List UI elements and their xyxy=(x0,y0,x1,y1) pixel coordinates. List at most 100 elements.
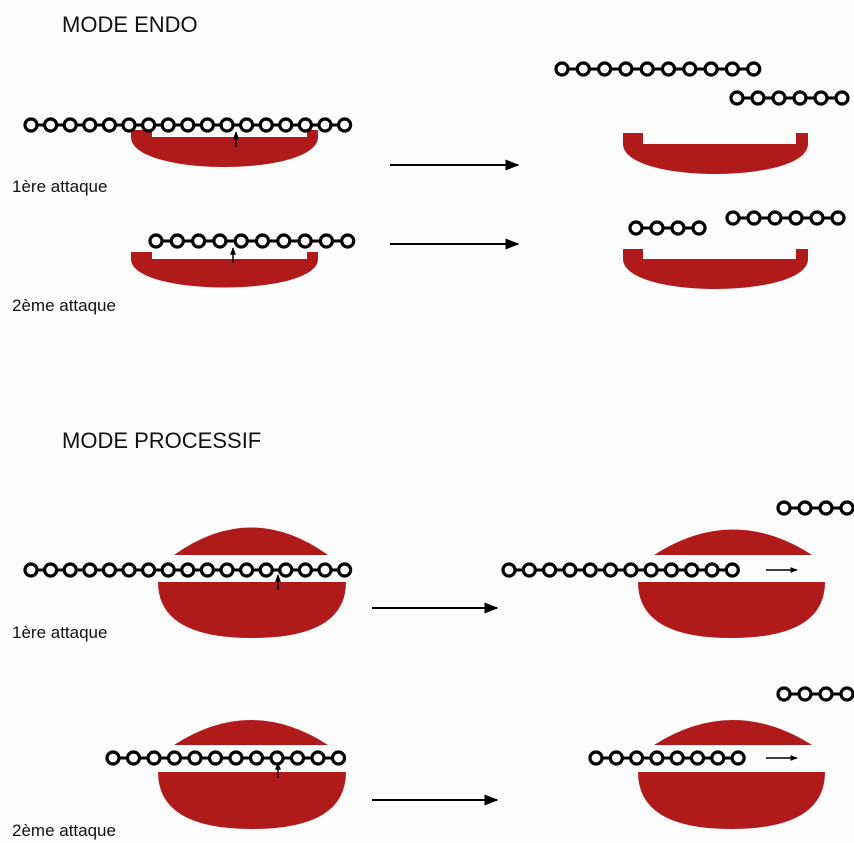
sugar-unit xyxy=(239,117,255,133)
sugar-unit xyxy=(254,233,271,249)
endo-attack-2-label: 2ème attaque xyxy=(12,296,116,315)
sugar-unit xyxy=(146,750,162,766)
sugar-unit xyxy=(501,562,517,578)
mode-endo-title: MODE ENDO xyxy=(62,12,198,37)
sugar-unit xyxy=(628,220,644,236)
sugar-unit xyxy=(160,562,176,578)
sugar-unit xyxy=(792,90,808,106)
sugar-unit xyxy=(180,562,196,578)
sugar-unit xyxy=(82,562,98,578)
endo-attack-1-product-strand-b xyxy=(729,90,850,106)
sugar-unit xyxy=(258,117,274,133)
sugar-unit xyxy=(337,562,353,578)
sugar-unit xyxy=(682,61,698,77)
sugar-unit xyxy=(839,500,854,516)
sugar-unit xyxy=(623,562,639,578)
endo-attack-2-substrate-strand xyxy=(148,233,356,249)
sugar-unit xyxy=(684,562,700,578)
sugar-unit xyxy=(278,117,294,133)
sugar-unit xyxy=(562,562,578,578)
sugar-unit xyxy=(297,562,313,578)
sugar-unit xyxy=(141,562,157,578)
sugar-unit xyxy=(582,562,598,578)
sugar-unit xyxy=(809,210,825,226)
sugar-unit xyxy=(663,562,680,578)
sugar-unit xyxy=(82,117,98,133)
sugar-unit xyxy=(219,562,235,578)
sugar-unit xyxy=(207,750,224,766)
sugar-unit xyxy=(575,61,591,77)
sugar-unit xyxy=(191,233,207,249)
sugar-unit xyxy=(310,750,326,766)
sugar-unit xyxy=(289,750,306,766)
sugar-unit xyxy=(689,750,706,766)
sugar-unit xyxy=(776,686,792,702)
sugar-unit xyxy=(724,61,741,77)
sugar-unit xyxy=(228,750,244,766)
sugar-unit xyxy=(813,90,829,106)
sugar-unit xyxy=(169,233,185,249)
processif-attack-2-enzyme xyxy=(158,720,346,829)
endo-attack-1-label: 1ère attaque xyxy=(12,177,107,196)
endo-attack-1-product-strand-a xyxy=(554,61,762,77)
sugar-unit xyxy=(212,233,228,249)
sugar-unit xyxy=(42,117,59,133)
sugar-unit xyxy=(834,90,850,106)
sugar-unit xyxy=(691,220,707,236)
processif-attack-1-enzyme xyxy=(158,527,346,638)
sugar-unit xyxy=(219,117,235,133)
sugar-unit xyxy=(101,562,118,578)
sugar-unit xyxy=(521,562,537,578)
sugar-unit xyxy=(278,562,294,578)
processif-attack-2-remaining-strand xyxy=(588,750,746,766)
endo-attack-2-product-strand-a xyxy=(628,220,707,236)
sugar-unit xyxy=(628,750,645,766)
endo-attack-1-enzyme xyxy=(131,130,318,167)
sugar-unit xyxy=(710,750,726,766)
sugar-unit xyxy=(180,117,196,133)
sugar-unit xyxy=(725,210,741,226)
sugar-unit xyxy=(42,562,59,578)
endo-attack-1-substrate-strand xyxy=(23,117,353,133)
sugar-unit xyxy=(166,750,183,766)
sugar-unit xyxy=(596,61,613,77)
processif-attack-1-remaining-strand xyxy=(501,562,740,578)
sugar-unit xyxy=(767,210,783,226)
sugar-unit xyxy=(750,90,766,106)
sugar-unit xyxy=(724,562,740,578)
sugar-unit xyxy=(788,210,804,226)
processif-attack-2-label: 2ème attaque xyxy=(12,821,116,840)
processif-attack-1-released-fragment xyxy=(776,500,854,516)
sugar-unit xyxy=(818,686,834,702)
sugar-unit xyxy=(148,233,164,249)
sugar-unit xyxy=(199,562,215,578)
sugar-unit xyxy=(602,562,619,578)
sugar-unit xyxy=(62,562,78,578)
sugar-unit xyxy=(660,61,677,77)
sugar-unit xyxy=(643,562,659,578)
sugar-unit xyxy=(317,117,333,133)
sugar-unit xyxy=(258,562,274,578)
sugar-unit xyxy=(797,686,813,702)
sugar-unit xyxy=(839,686,854,702)
sugar-unit xyxy=(729,90,745,106)
sugar-unit xyxy=(746,210,762,226)
processif-attack-1-label: 1ère attaque xyxy=(12,623,107,642)
sugar-unit xyxy=(121,117,137,133)
sugar-unit xyxy=(776,500,792,516)
sugar-unit xyxy=(830,210,846,226)
sugar-unit xyxy=(297,233,313,249)
sugar-unit xyxy=(317,562,333,578)
processif-attack-2-released-fragment xyxy=(776,686,854,702)
sugar-unit xyxy=(105,750,121,766)
sugar-unit xyxy=(276,233,292,249)
sugar-unit xyxy=(340,233,356,249)
sugar-unit xyxy=(23,117,39,133)
sugar-unit xyxy=(199,117,215,133)
sugar-unit xyxy=(269,750,285,766)
sugar-unit xyxy=(233,233,249,249)
sugar-unit xyxy=(160,117,176,133)
endo-attack-2-free-enzyme xyxy=(623,249,808,289)
processif-attack-1-enzyme-after xyxy=(638,529,825,638)
sugar-unit xyxy=(239,562,255,578)
